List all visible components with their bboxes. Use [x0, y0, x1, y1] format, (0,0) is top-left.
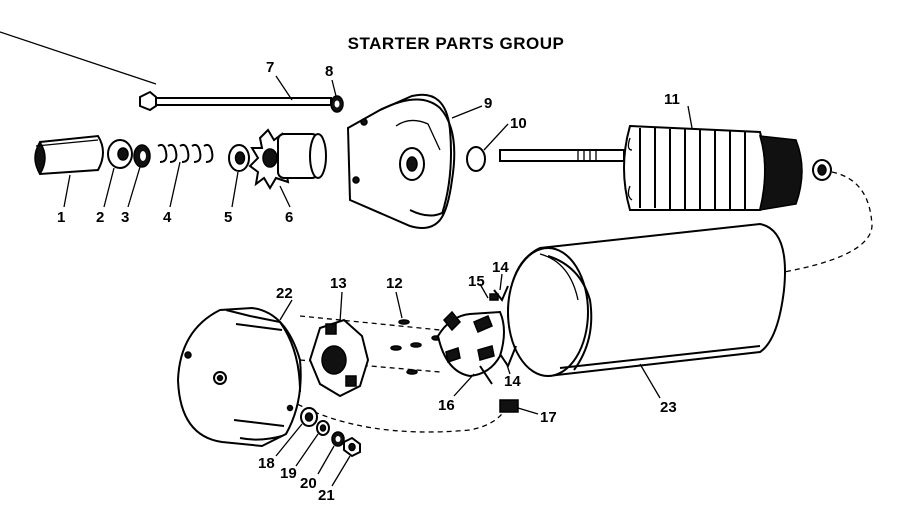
callout-5: 5 — [224, 209, 232, 226]
part-17-terminal — [499, 399, 519, 413]
part-2-nut — [107, 139, 133, 169]
part-6-pinion — [248, 128, 327, 190]
part-12-screws — [390, 319, 441, 375]
callout-18: 18 — [258, 455, 275, 472]
part-23-field-frame — [506, 222, 786, 378]
part-20-lockwasher — [331, 431, 345, 447]
part-13-brush-holder — [308, 318, 370, 398]
callout-21: 21 — [318, 487, 335, 504]
callout-7: 7 — [266, 59, 274, 76]
part-7-through-bolt — [139, 90, 332, 112]
callout-10: 10 — [510, 115, 527, 132]
callout-9: 9 — [484, 95, 492, 112]
callout-14b: 14 — [504, 373, 521, 390]
callout-22: 22 — [276, 285, 293, 302]
callout-23: 23 — [660, 399, 677, 416]
dash-housing-to-brush — [289, 399, 509, 433]
part-16-brush-plate — [436, 310, 505, 385]
part-10-ring — [466, 146, 486, 172]
dash-armature-to-frame — [783, 171, 873, 273]
callout-8: 8 — [325, 63, 333, 80]
dash-brush-lines — [299, 315, 441, 373]
callout-19: 19 — [280, 465, 297, 482]
callout-17: 17 — [540, 409, 557, 426]
callout-4: 4 — [163, 209, 172, 226]
part-4-spring — [157, 143, 214, 163]
callout-14a: 14 — [492, 259, 509, 276]
part-1-sleeve — [34, 134, 104, 176]
callout-16: 16 — [438, 397, 455, 414]
leader-lines — [63, 75, 693, 487]
callout-20: 20 — [300, 475, 317, 492]
callout-12: 12 — [386, 275, 403, 292]
callout-15: 15 — [468, 273, 485, 290]
part-8-washer — [330, 95, 344, 113]
part-11-armature — [499, 124, 832, 211]
part-5-collar — [228, 144, 250, 172]
callout-3: 3 — [121, 209, 129, 226]
callout-11: 11 — [664, 91, 680, 108]
callout-6: 6 — [285, 209, 293, 226]
part-22-end-housing — [176, 306, 302, 448]
callout-13: 13 — [330, 275, 347, 292]
part-19-washer — [316, 420, 330, 436]
part-9-drive-housing — [346, 93, 456, 229]
callout-2: 2 — [96, 209, 104, 226]
part-21-nut — [343, 436, 361, 458]
part-18-washer — [300, 407, 318, 427]
stray-line — [0, 31, 157, 85]
diagram-title: STARTER PARTS GROUP — [347, 34, 565, 53]
part-3-washer — [133, 144, 151, 168]
callout-1: 1 — [57, 209, 65, 226]
